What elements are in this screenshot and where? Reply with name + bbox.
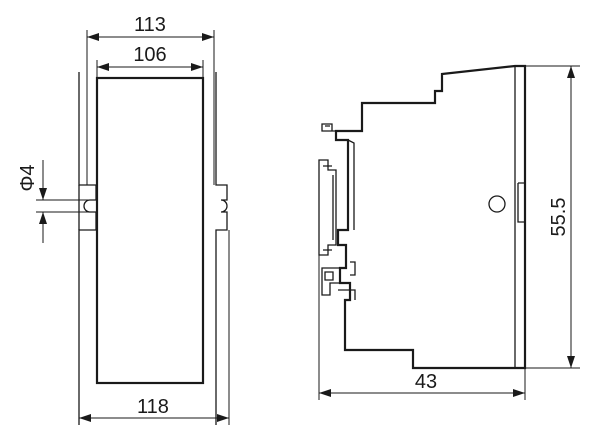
arrow-106-right <box>191 63 203 71</box>
arrow-43-left <box>319 389 331 397</box>
arrow-106-left <box>97 63 109 71</box>
dim-label-55: 55.5 <box>548 198 570 237</box>
arrow-43-right <box>513 389 525 397</box>
side-view: 55.5 43 <box>318 64 580 400</box>
lower-latch-slot <box>324 271 356 300</box>
arrow-113-right <box>202 33 214 41</box>
screw-circle <box>488 195 506 213</box>
latch-ridge <box>350 261 356 276</box>
arrow-hole-bottom <box>39 212 47 224</box>
din-rail-inner <box>323 165 334 251</box>
front-outer-outline <box>78 72 97 425</box>
arrow-113-left <box>87 33 99 41</box>
arrow-118-right <box>217 414 229 422</box>
side-clip <box>517 182 525 223</box>
dim-label-106: 106 <box>133 44 166 66</box>
front-view: 113 106 118 Φ4 <box>17 14 230 425</box>
lower-latch <box>321 267 341 296</box>
side-body-outline <box>334 64 527 370</box>
dim-label-hole: Φ4 <box>17 164 39 191</box>
upper-din-clip <box>321 123 336 132</box>
upper-clip-hook <box>325 125 355 230</box>
front-panel <box>95 76 205 385</box>
arrow-118-left <box>79 414 91 422</box>
arrow-55-bottom <box>567 356 575 368</box>
front-outer-outline-right <box>215 72 228 425</box>
arrow-hole-top <box>39 188 47 200</box>
dim-label-43: 43 <box>415 371 437 393</box>
dim-label-113: 113 <box>134 14 166 36</box>
arrow-55-top <box>567 66 575 78</box>
din-rail <box>318 159 337 256</box>
dim-label-118: 118 <box>137 396 169 418</box>
